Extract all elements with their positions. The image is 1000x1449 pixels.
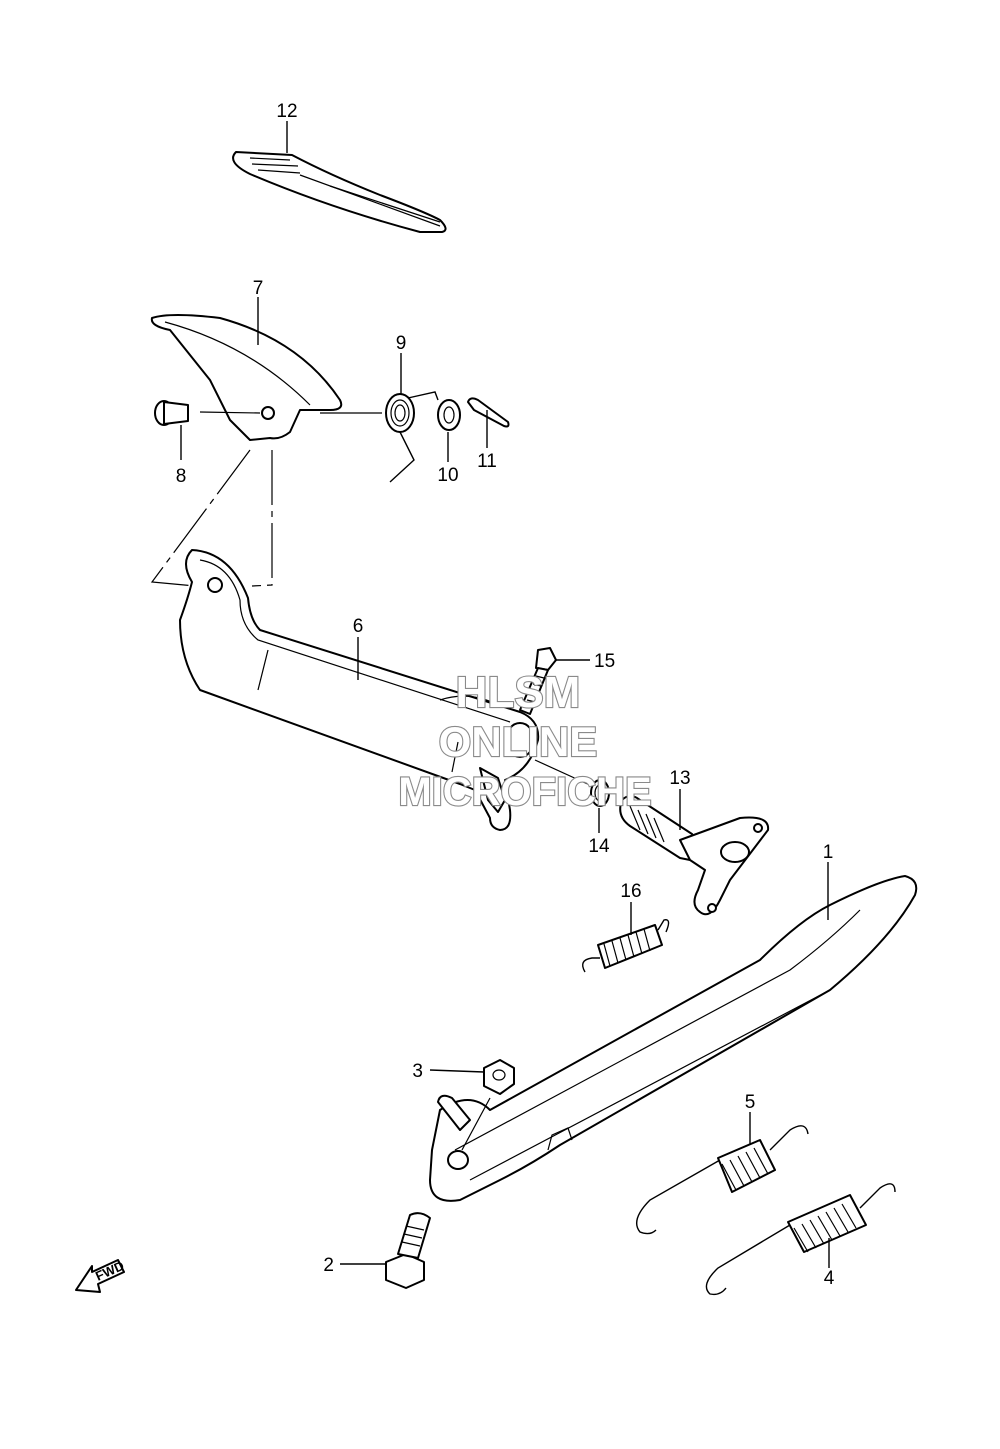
part-6-brake-lever[interactable]: [179, 549, 540, 831]
callout-9: 9: [396, 333, 407, 354]
fwd-label: FWD: [93, 1258, 126, 1284]
part-16-small-spring[interactable]: [582, 919, 670, 973]
part-5-stand-spring[interactable]: [636, 1125, 809, 1235]
callout-11: 11: [477, 451, 497, 472]
watermark-line3: MICROFICHE: [398, 770, 651, 814]
callout-10: 10: [437, 465, 458, 486]
callout-6: 6: [353, 616, 364, 637]
callout-16: 16: [620, 881, 641, 902]
callout-2: 2: [323, 1255, 334, 1276]
part-3-nut[interactable]: [483, 1059, 515, 1095]
leader-3: [429, 1069, 485, 1073]
watermark: HLSM ONLINE MICROFICHE: [397, 667, 653, 815]
part-12-footrest-rubber[interactable]: [232, 151, 447, 233]
fwd-badge: FWD: [75, 1258, 126, 1293]
callouts: 12 7 9 8 10 11 6 15 13 14 1 16 3 5 2 4: [176, 101, 835, 1289]
leader-3-axis: [461, 1097, 491, 1151]
part-4-stand-spring[interactable]: [705, 1183, 896, 1296]
part-7-brake-pedal-pad[interactable]: [150, 314, 343, 441]
callout-13: 13: [669, 768, 690, 789]
part-8-pin[interactable]: [154, 400, 189, 426]
part-15-bolt[interactable]: [519, 647, 557, 715]
part-1-side-stand[interactable]: [429, 875, 918, 1202]
callout-15: 15: [594, 651, 615, 672]
part-13-shaft[interactable]: [619, 795, 770, 916]
callout-7: 7: [253, 278, 264, 299]
part-9-return-spring[interactable]: [385, 391, 439, 483]
part-11-cotter-pin[interactable]: [467, 397, 510, 428]
leader-8-pin: [199, 411, 261, 414]
callout-5: 5: [745, 1092, 756, 1113]
leader-14-axis: [534, 759, 593, 787]
forward-arrow-icon: [75, 1259, 125, 1293]
watermark-line1: HLSM: [456, 668, 581, 717]
part-14-o-ring[interactable]: [590, 779, 610, 807]
callout-14: 14: [588, 836, 610, 857]
part-2-stand-bolt[interactable]: [385, 1212, 431, 1289]
callout-1: 1: [823, 842, 834, 863]
callout-3: 3: [412, 1061, 423, 1082]
callout-12: 12: [276, 101, 297, 122]
part-10-washer[interactable]: [437, 399, 461, 431]
callout-8: 8: [176, 466, 187, 487]
watermark-line2: ONLINE: [439, 718, 598, 765]
assembly-lines: [150, 449, 273, 587]
callout-4: 4: [824, 1268, 835, 1289]
